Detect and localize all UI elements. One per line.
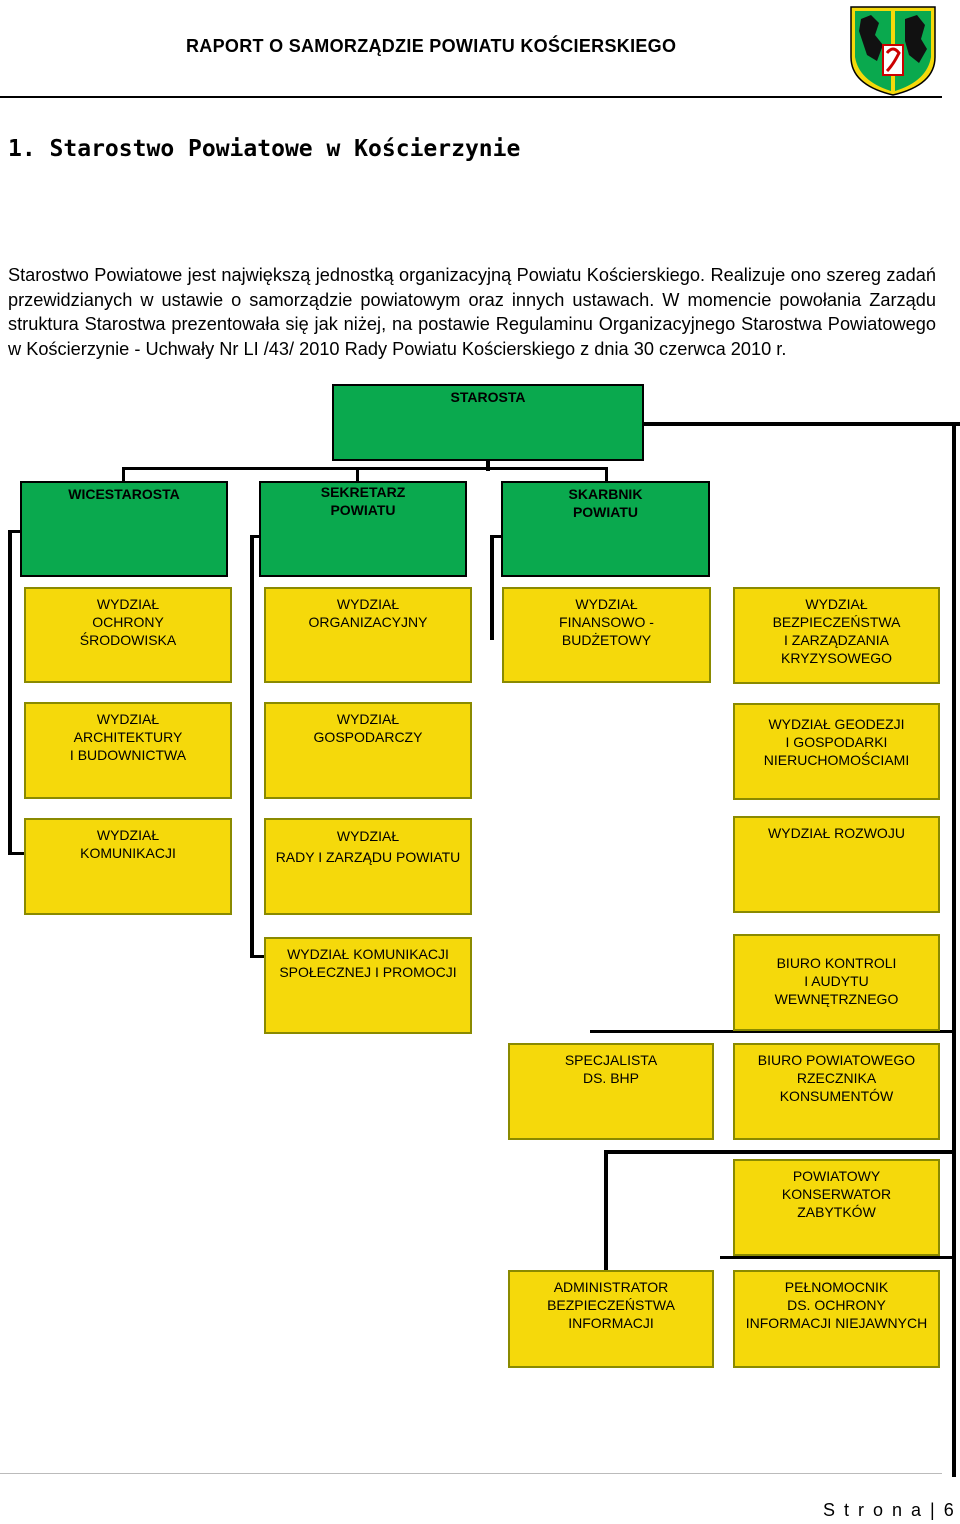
report-header-title: RAPORT O SAMORZĄDZIE POWIATU KOŚCIERSKIE…: [186, 36, 677, 56]
unit-line: KONSERWATOR: [781, 1186, 892, 1202]
unit-line: POWIATOWY: [792, 1168, 881, 1184]
section-title: 1. Starostwo Powiatowe w Kościerzynie: [8, 136, 521, 162]
unit-line: KONSUMENTÓW: [779, 1088, 894, 1104]
unit-line: INFORMACJI: [568, 1315, 654, 1331]
unit-line: WYDZIAŁ GEODEZJI: [768, 716, 905, 732]
unit-line: ŚRODOWISKA: [79, 632, 177, 648]
unit-bezpieczenstwo: WYDZIAŁ BEZPIECZEŃSTWA I ZARZĄDZANIA KRY…: [733, 587, 940, 684]
unit-line: KRYZYSOWEGO: [781, 650, 892, 666]
unit-line: BEZPIECZEŃSTWA: [772, 614, 901, 630]
unit-geodezja: WYDZIAŁ GEODEZJI I GOSPODARKI NIERUCHOMO…: [733, 703, 940, 800]
unit-gospodarczy: WYDZIAŁ GOSPODARCZY: [264, 702, 472, 799]
unit-rada-zarzad: WYDZIAŁ RADY I ZARZĄDU POWIATU: [264, 818, 472, 915]
connector-starosta-down: [486, 459, 490, 471]
connector-top-right: [642, 422, 960, 426]
unit-line: WYDZIAŁ: [336, 596, 400, 612]
unit-line: GOSPODARCZY: [313, 729, 423, 745]
unit-administrator-bezpieczenstwa: ADMINISTRATOR BEZPIECZEŃSTWA INFORMACJI: [508, 1270, 714, 1368]
unit-line: WYDZIAŁ: [336, 828, 400, 844]
unit-line: FINANSOWO -: [559, 614, 654, 630]
skarbnik-line-2: POWIATU: [572, 504, 639, 520]
unit-line: WYDZIAŁ ROZWOJU: [768, 825, 905, 841]
unit-line: PEŁNOMOCNIK: [784, 1279, 889, 1295]
unit-bhp: SPECJALISTA DS. BHP: [508, 1043, 714, 1140]
unit-komunikacja: WYDZIAŁ KOMUNIKACJI: [24, 818, 232, 915]
starosta-label: STAROSTA: [450, 389, 526, 405]
unit-line: WYDZIAŁ KOMUNIKACJI: [287, 946, 449, 962]
unit-line: WYDZIAŁ: [805, 596, 868, 612]
unit-line: ORGANIZACYJNY: [308, 614, 428, 630]
unit-line: RZECZNIKA: [796, 1070, 877, 1086]
connector-skarbnik-trunk: [490, 535, 494, 640]
unit-finansowo-budzetowy: WYDZIAŁ FINANSOWO - BUDŻETOWY: [502, 587, 711, 683]
unit-organizacyjny: WYDZIAŁ ORGANIZACYJNY: [264, 587, 472, 683]
connector-skarbnik-stub: [490, 535, 502, 538]
unit-line: RADY I ZARZĄDU POWIATU: [275, 849, 461, 865]
unit-line: WYDZIAŁ: [96, 596, 160, 612]
connector-mid-bar: [604, 1150, 954, 1154]
unit-rozwoj: WYDZIAŁ ROZWOJU: [733, 816, 940, 913]
unit-line: BEZPIECZEŃSTWA: [547, 1297, 675, 1313]
unit-line: INFORMACJI NIEJAWNYCH: [745, 1315, 928, 1331]
unit-komunikacja-spoleczna: WYDZIAŁ KOMUNIKACJI SPOŁECZNEJ I PROMOCJ…: [264, 937, 472, 1034]
unit-pelnomocnik-informacji: PEŁNOMOCNIK DS. OCHRONY INFORMACJI NIEJA…: [733, 1270, 940, 1368]
unit-line: I BUDOWNICTWA: [69, 747, 187, 763]
sekretarz-box: SEKRETARZ POWIATU: [259, 481, 467, 577]
page-number: S t r o n a | 6: [823, 1500, 956, 1520]
connector-sekretarz-trunk: [250, 535, 254, 957]
unit-line: ARCHITEKTURY: [73, 729, 183, 745]
header-rule: [0, 96, 942, 98]
unit-line: BUDŻETOWY: [561, 632, 652, 648]
unit-line: SPECJALISTA: [564, 1052, 658, 1068]
unit-rzecznik-konsumentow: BIURO POWIATOWEGO RZECZNIKA KONSUMENTÓW: [733, 1043, 940, 1140]
unit-line: BIURO KONTROLI: [776, 955, 897, 971]
connector-sekretarz-bottom: [250, 955, 266, 958]
connector-left-trunk: [8, 530, 12, 855]
connector-right-trunk: [952, 422, 956, 1477]
unit-line: WYDZIAŁ: [336, 711, 400, 727]
connector-deputies-bar: [122, 467, 608, 470]
wicestarosta-box: WICESTAROSTA: [20, 481, 228, 577]
skarbnik-box: SKARBNIK POWIATU: [501, 481, 710, 577]
connector-wice-drop: [122, 467, 125, 483]
unit-line: ZABYTKÓW: [797, 1204, 876, 1220]
connector-konserwator-stub: [720, 1256, 952, 1259]
unit-line: I ZARZĄDZANIA: [783, 632, 889, 648]
wicestarosta-label: WICESTAROSTA: [68, 486, 180, 502]
unit-line: OCHRONY: [92, 614, 164, 630]
unit-line: WYDZIAŁ: [575, 596, 638, 612]
sekretarz-line-1: SEKRETARZ: [320, 484, 406, 500]
starosta-box: STAROSTA: [332, 384, 644, 461]
unit-ochrona-srodowiska: WYDZIAŁ OCHRONY ŚRODOWISKA: [24, 587, 232, 683]
unit-line: I GOSPODARKI: [785, 734, 888, 750]
unit-line: NIERUCHOMOŚCIAMI: [763, 752, 910, 768]
unit-architektura: WYDZIAŁ ARCHITEKTURY I BUDOWNICTWA: [24, 702, 232, 799]
intro-paragraph: Starostwo Powiatowe jest największą jedn…: [8, 265, 936, 359]
unit-line: WEWNĘTRZNEGO: [774, 991, 899, 1007]
unit-line: WYDZIAŁ: [96, 711, 160, 727]
unit-kontrola-audyt: BIURO KONTROLI I AUDYTU WEWNĘTRZNEGO: [733, 934, 940, 1031]
connector-sekretarz-stub: [250, 535, 260, 538]
connector-left-stub-2: [8, 852, 24, 855]
unit-line: ADMINISTRATOR: [553, 1279, 669, 1295]
connector-skarbnik-drop: [605, 467, 608, 483]
unit-line: DS. OCHRONY: [787, 1297, 886, 1313]
connector-left-stub: [8, 530, 22, 533]
sekretarz-line-2: POWIATU: [330, 502, 396, 518]
unit-konserwator: POWIATOWY KONSERWATOR ZABYTKÓW: [733, 1159, 940, 1256]
unit-line: BIURO POWIATOWEGO: [757, 1052, 916, 1068]
unit-line: KOMUNIKACJI: [80, 845, 176, 861]
connector-bhp-stub: [590, 1030, 952, 1033]
skarbnik-line-1: SKARBNIK: [568, 486, 643, 502]
unit-line: DS. BHP: [582, 1070, 639, 1086]
coat-of-arms-icon: [850, 6, 936, 96]
unit-line: I AUDYTU: [804, 973, 869, 989]
connector-mid-drop: [604, 1150, 608, 1274]
unit-line: WYDZIAŁ: [96, 827, 160, 843]
unit-line: SPOŁECZNEJ I PROMOCJI: [279, 964, 457, 980]
footer-rule: [0, 1473, 942, 1474]
connector-sekretarz-drop: [356, 467, 359, 483]
